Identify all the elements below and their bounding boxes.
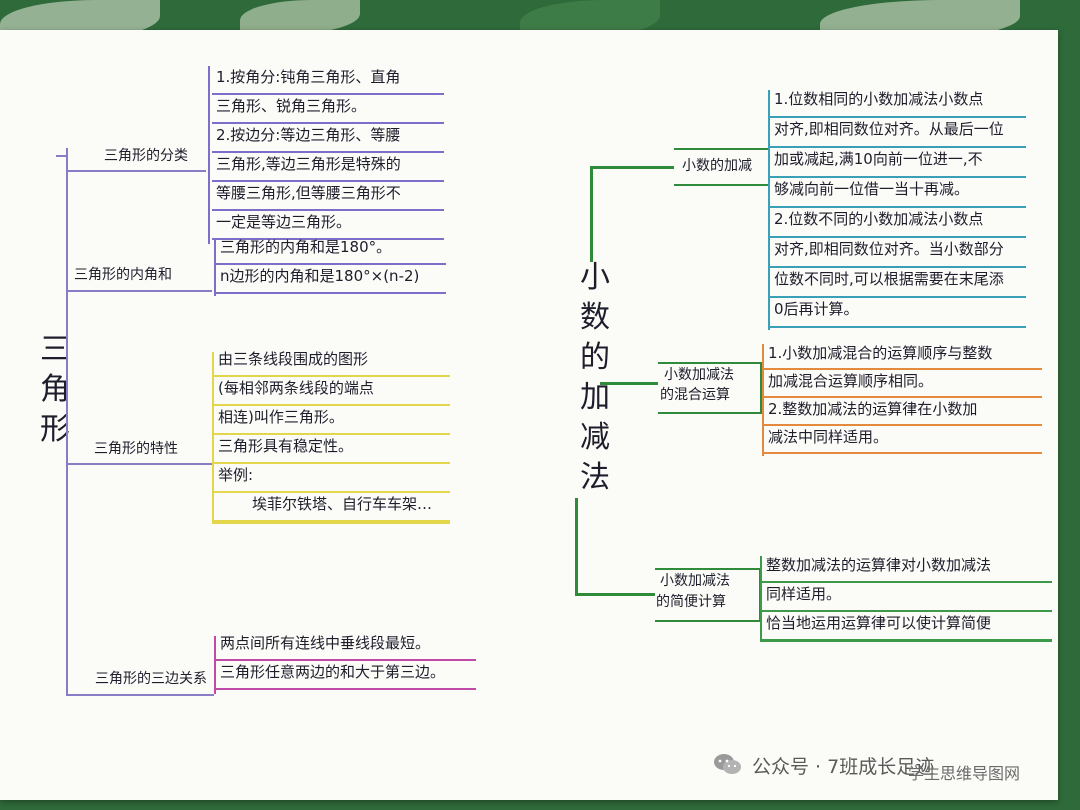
right-branch3-label-line1: 小数加减法 (660, 573, 730, 589)
right-branch2-bracket (762, 344, 764, 456)
l-b3-line: 埃菲尔铁塔、自行车车架… (252, 495, 433, 513)
r-b2-underline (764, 452, 1042, 454)
l-b4-line: 两点间所有连线中垂线段最短。 (220, 634, 431, 652)
r-b1-line: 对齐,即相同数位对齐。从最后一位 (774, 120, 1004, 138)
l-b1-underline (212, 151, 444, 153)
l-b3-line: 举例: (218, 466, 254, 484)
left-tree-connector (56, 155, 68, 157)
r-b1-line: 加或减起,满10向前一位进一,不 (774, 150, 983, 168)
left-branch3-label: 三角形的特性 (94, 441, 178, 457)
right-branch1-connector (590, 166, 674, 169)
r-b2-underline (764, 368, 1042, 370)
right-branch3-connector (575, 593, 655, 596)
l-b2-line: 三角形的内角和是180°。 (220, 238, 392, 256)
r-b2-line: 加减混合运算顺序相同。 (768, 372, 934, 390)
r-b2-line: 1.小数加减混合的运算顺序与整数 (768, 344, 993, 362)
left-tree-trunk (66, 148, 68, 696)
l-b3-line: 相连)叫作三角形。 (218, 408, 344, 426)
left-branch2-bracket (214, 238, 216, 296)
l-b1-line: 2.按边分:等边三角形、等腰 (216, 126, 401, 144)
l-b1-underline (212, 122, 444, 124)
left-branch2-connector (66, 290, 212, 292)
l-b3-underline (214, 433, 450, 435)
left-branch3-connector (66, 463, 212, 465)
r-b3-underline (762, 610, 1052, 612)
right-root-title: 小数的加减法 (580, 260, 610, 495)
l-b3-underline (214, 375, 450, 377)
mind-map-paper: 三角形 三角形的分类 1.按角分:钝角三角形、直角三角形、锐角三角形。 2.按边分… (0, 30, 1058, 800)
l-b2-underline (216, 263, 446, 265)
r-b3-line: 同样适用。 (766, 585, 842, 603)
l-b1-underline (212, 238, 444, 240)
r-b1-line: 0后再计算。 (774, 300, 859, 318)
footer-account: 公众号 · 7班成长足迹 (752, 752, 934, 779)
right-branch3-box (760, 556, 1052, 642)
l-b3-underline (214, 404, 450, 406)
l-b1-line: 等腰三角形,但等腰三角形不 (216, 184, 401, 202)
right-branch3-label-line2: 的简便计算 (656, 594, 726, 610)
r-b2-line: 2.整数加减法的运算律在小数加 (768, 400, 978, 418)
r-b1-line: 够减向前一位借一当十再减。 (774, 180, 970, 198)
left-root-title: 三角形 (40, 332, 70, 447)
l-b1-line: 三角形、锐角三角形。 (216, 97, 367, 115)
l-b1-line: 1.按角分:钝角三角形、直角 (216, 68, 401, 86)
r-b1-underline (770, 266, 1026, 268)
l-b2-line: n边形的内角和是180°×(n-2) (220, 267, 420, 285)
wechat-icon (714, 754, 741, 774)
right-branch2-label-line2: 的混合运算 (660, 387, 730, 403)
r-b3-underline (762, 581, 1052, 583)
left-branch2-label: 三角形的内角和 (74, 267, 172, 283)
r-b3-line: 恰当地运用运算律可以使计算简便 (766, 614, 992, 632)
l-b1-line: 一定是等边三角形。 (216, 213, 352, 231)
r-b1-underline (770, 236, 1026, 238)
r-b1-underline (770, 206, 1026, 208)
l-b1-underline (212, 209, 444, 211)
left-branch1-label: 三角形的分类 (104, 148, 188, 164)
r-b1-underline (770, 326, 1026, 328)
r-b2-line: 减法中同样适用。 (768, 428, 889, 446)
r-b1-underline (770, 296, 1026, 298)
r-b2-underline (764, 424, 1042, 426)
r-b1-line: 1.位数相同的小数加减法小数点 (774, 90, 984, 108)
footer-watermark: 学生思维导图网 (908, 764, 1021, 783)
l-b1-line: 三角形,等边三角形是特殊的 (216, 155, 401, 173)
l-b3-line: (每相邻两条线段的端点 (218, 379, 374, 397)
r-b1-line: 对齐,即相同数位对齐。当小数部分 (774, 240, 1004, 258)
l-b1-underline (212, 93, 444, 95)
l-b4-line: 三角形任意两边的和大于第三边。 (220, 663, 446, 681)
left-branch4-label: 三角形的三边关系 (95, 671, 207, 687)
r-b1-line: 2.位数不同的小数加减法小数点 (774, 210, 984, 228)
right-branch2-label-box (658, 362, 762, 414)
left-branch1-bracket (208, 66, 210, 244)
l-b3-underline (214, 491, 450, 493)
r-b1-underline (770, 176, 1026, 178)
r-b1-line: 位数不同时,可以根据需要在末尾添 (774, 270, 1004, 288)
footer-account-prefix: 公众号 · (752, 756, 828, 778)
l-b1-underline (212, 180, 444, 182)
left-branch4-connector (66, 694, 214, 696)
footer-account-name: 7班成长足迹 (827, 756, 935, 778)
right-branch1-bracket (768, 90, 770, 330)
r-b1-underline (770, 146, 1026, 148)
l-b3-underline (214, 520, 450, 522)
l-b4-underline (216, 659, 476, 661)
left-branch4-bracket (214, 636, 216, 694)
r-b1-underline (770, 116, 1026, 118)
right-tree-trunk-bottom (575, 498, 578, 594)
r-b2-underline (764, 396, 1042, 398)
l-b3-underline (214, 462, 450, 464)
l-b4-underline (216, 688, 476, 690)
right-branch2-label-line1: 小数加减法 (664, 367, 734, 383)
right-branch1-label: 小数的加减 (682, 158, 752, 174)
r-b3-line: 整数加减法的运算律对小数加减法 (766, 556, 992, 574)
right-tree-trunk-top (590, 166, 593, 262)
left-branch3-box (212, 352, 450, 524)
l-b2-underline (216, 292, 446, 294)
l-b3-line: 三角形具有稳定性。 (218, 437, 354, 455)
right-branch2-connector (600, 382, 658, 385)
background-leaf (240, 0, 360, 34)
left-branch1-connector (66, 170, 206, 172)
r-b3-underline (762, 639, 1052, 641)
l-b3-line: 由三条线段围成的图形 (218, 350, 369, 368)
